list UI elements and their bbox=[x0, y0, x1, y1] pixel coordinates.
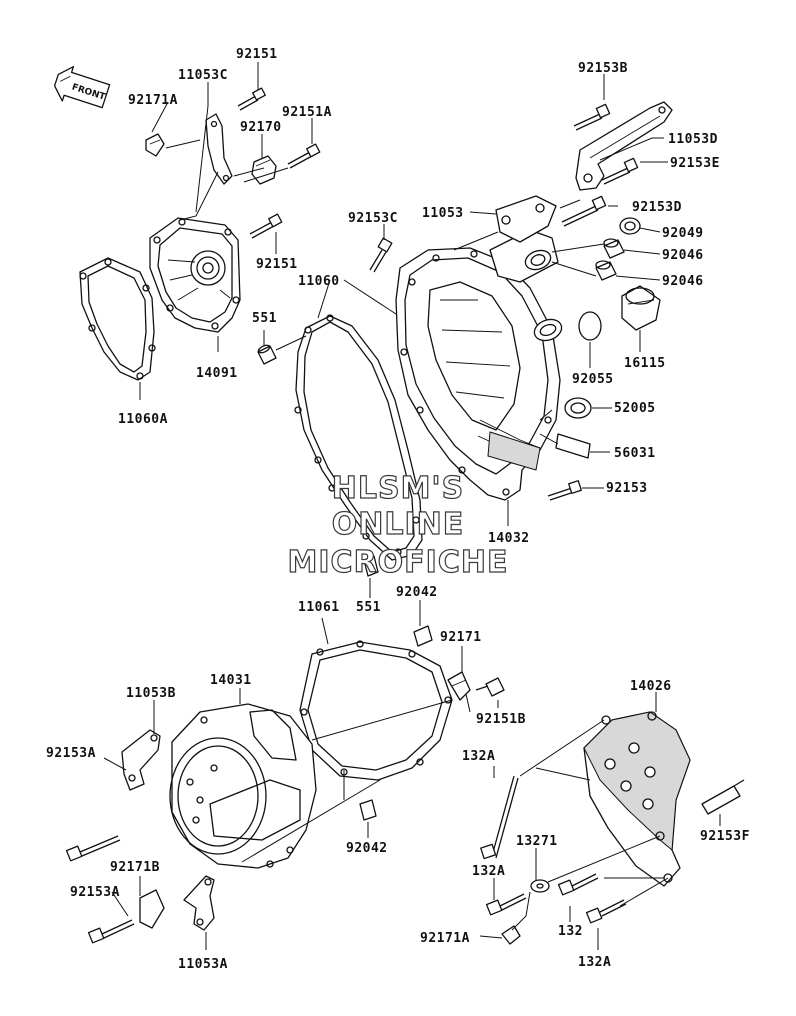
gasket-11061[interactable] bbox=[299, 640, 453, 781]
label-92055[interactable]: 92055 bbox=[572, 372, 614, 387]
label-92046-a[interactable]: 92046 bbox=[662, 248, 704, 263]
watermark: HLSM'S ONLINE MICROFICHE bbox=[287, 470, 509, 580]
small-cover-14091[interactable] bbox=[149, 217, 241, 333]
bolt-132A-mid[interactable] bbox=[485, 893, 527, 916]
label-92153F[interactable]: 92153F bbox=[700, 829, 750, 844]
bolt-92153D[interactable] bbox=[561, 195, 607, 227]
bolt-132A-top[interactable] bbox=[480, 775, 519, 860]
label-92171A-top[interactable]: 92171A bbox=[128, 93, 178, 108]
label-14026[interactable]: 14026 bbox=[630, 679, 672, 694]
dowel-92042-top[interactable] bbox=[413, 625, 433, 647]
label-92151A[interactable]: 92151A bbox=[282, 105, 332, 120]
bracket-11053B[interactable] bbox=[121, 729, 161, 791]
clutch-cover-14032[interactable] bbox=[395, 229, 565, 501]
label-92151-top[interactable]: 92151 bbox=[236, 47, 278, 62]
label-11053A[interactable]: 11053A bbox=[178, 957, 228, 972]
gasket-11060[interactable] bbox=[294, 314, 423, 561]
bolt-132[interactable] bbox=[557, 873, 599, 896]
bracket-11053C[interactable] bbox=[205, 113, 233, 185]
watermark-line-1: HLSM'S bbox=[332, 471, 464, 506]
bolt-92153C[interactable] bbox=[369, 237, 393, 273]
label-11060[interactable]: 11060 bbox=[298, 274, 340, 289]
washer-13271[interactable] bbox=[530, 879, 550, 893]
label-92151B[interactable]: 92151B bbox=[476, 712, 526, 727]
damper-92170[interactable] bbox=[251, 155, 277, 185]
label-52005[interactable]: 52005 bbox=[614, 401, 656, 416]
label-14031[interactable]: 14031 bbox=[210, 673, 252, 688]
bolt-92151-top[interactable] bbox=[237, 87, 266, 111]
bracket-11053D[interactable] bbox=[575, 101, 673, 191]
seal-92049[interactable] bbox=[619, 217, 641, 235]
clip-92171B[interactable] bbox=[139, 889, 165, 929]
leader-lines bbox=[103, 62, 721, 950]
bolt-92153[interactable] bbox=[547, 480, 582, 501]
bracket-11053A[interactable] bbox=[183, 875, 215, 931]
label-132[interactable]: 132 bbox=[558, 924, 583, 939]
clip-92171A-bottom[interactable] bbox=[501, 925, 521, 945]
spacer-92153F[interactable] bbox=[701, 779, 745, 815]
label-92151-mid[interactable]: 92151 bbox=[256, 257, 298, 272]
cap-16115[interactable] bbox=[621, 285, 661, 331]
label-551-bottom[interactable]: 551 bbox=[356, 600, 381, 615]
bearing-92046-b[interactable] bbox=[595, 260, 617, 281]
dowel-551-bottom[interactable] bbox=[363, 555, 379, 577]
label-92153A-top[interactable]: 92153A bbox=[46, 746, 96, 761]
clip-92171A-top[interactable] bbox=[145, 133, 165, 157]
label-92170[interactable]: 92170 bbox=[240, 120, 282, 135]
gasket-11060A[interactable] bbox=[79, 257, 156, 381]
label-11053B[interactable]: 11053B bbox=[126, 686, 176, 701]
label-11061[interactable]: 11061 bbox=[298, 600, 340, 615]
label-11053[interactable]: 11053 bbox=[422, 206, 464, 221]
oring-92055[interactable] bbox=[578, 311, 602, 341]
label-56031[interactable]: 56031 bbox=[614, 446, 656, 461]
label-56031[interactable] bbox=[555, 433, 591, 459]
label-14032[interactable]: 14032 bbox=[488, 531, 530, 546]
label-92153[interactable]: 92153 bbox=[606, 481, 648, 496]
bolt-92153A-top[interactable] bbox=[65, 835, 121, 862]
label-92153A-bottom[interactable]: 92153A bbox=[70, 885, 120, 900]
label-92153E[interactable]: 92153E bbox=[670, 156, 720, 171]
label-92049[interactable]: 92049 bbox=[662, 226, 704, 241]
clip-92171-mid[interactable] bbox=[447, 671, 471, 701]
label-92046-b[interactable]: 92046 bbox=[662, 274, 704, 289]
label-92153C[interactable]: 92153C bbox=[348, 211, 398, 226]
label-92171B[interactable]: 92171B bbox=[110, 860, 160, 875]
bolt-132A-bottom[interactable] bbox=[585, 899, 627, 924]
watermark-line-3: MICROFICHE bbox=[288, 545, 509, 580]
bolt-92151B[interactable] bbox=[475, 677, 505, 697]
label-14091[interactable]: 14091 bbox=[196, 366, 238, 381]
label-132A-bottom[interactable]: 132A bbox=[578, 955, 611, 970]
label-92171[interactable]: 92171 bbox=[440, 630, 482, 645]
part-labels: 92151 11053C 92171A 92170 92151A 92151 1… bbox=[46, 47, 750, 972]
label-92153B[interactable]: 92153B bbox=[578, 61, 628, 76]
bolt-92151-mid[interactable] bbox=[249, 213, 283, 239]
label-92171A-bottom[interactable]: 92171A bbox=[420, 931, 470, 946]
label-11053D[interactable]: 11053D bbox=[668, 132, 718, 147]
label-132A-mid[interactable]: 132A bbox=[472, 864, 505, 879]
bolt-92153E[interactable] bbox=[601, 157, 639, 185]
label-92042-top[interactable]: 92042 bbox=[396, 585, 438, 600]
watermark-line-2: ONLINE bbox=[332, 507, 465, 542]
label-551-top[interactable]: 551 bbox=[252, 311, 277, 326]
label-13271[interactable]: 13271 bbox=[516, 834, 558, 849]
front-arrow-icon: FRONT bbox=[53, 66, 111, 109]
bolt-92153B[interactable] bbox=[573, 103, 611, 131]
label-92042-bottom[interactable]: 92042 bbox=[346, 841, 388, 856]
bolt-92151A[interactable] bbox=[287, 143, 321, 169]
generator-cover-14031[interactable] bbox=[169, 703, 317, 869]
label-16115[interactable]: 16115 bbox=[624, 356, 666, 371]
dowel-92042-bottom[interactable] bbox=[359, 799, 377, 821]
bracket-11053[interactable] bbox=[495, 195, 557, 243]
label-92153D[interactable]: 92153D bbox=[632, 200, 682, 215]
engine-guard-14026[interactable] bbox=[583, 711, 691, 887]
bolt-92153A-bottom[interactable] bbox=[87, 919, 135, 944]
seal-52005[interactable] bbox=[564, 397, 592, 419]
dowel-551-top[interactable] bbox=[257, 344, 277, 365]
label-11060A[interactable]: 11060A bbox=[118, 412, 168, 427]
label-11053C[interactable]: 11053C bbox=[178, 68, 228, 83]
bearing-92046-a[interactable] bbox=[603, 238, 625, 259]
label-132A-top[interactable]: 132A bbox=[462, 749, 495, 764]
